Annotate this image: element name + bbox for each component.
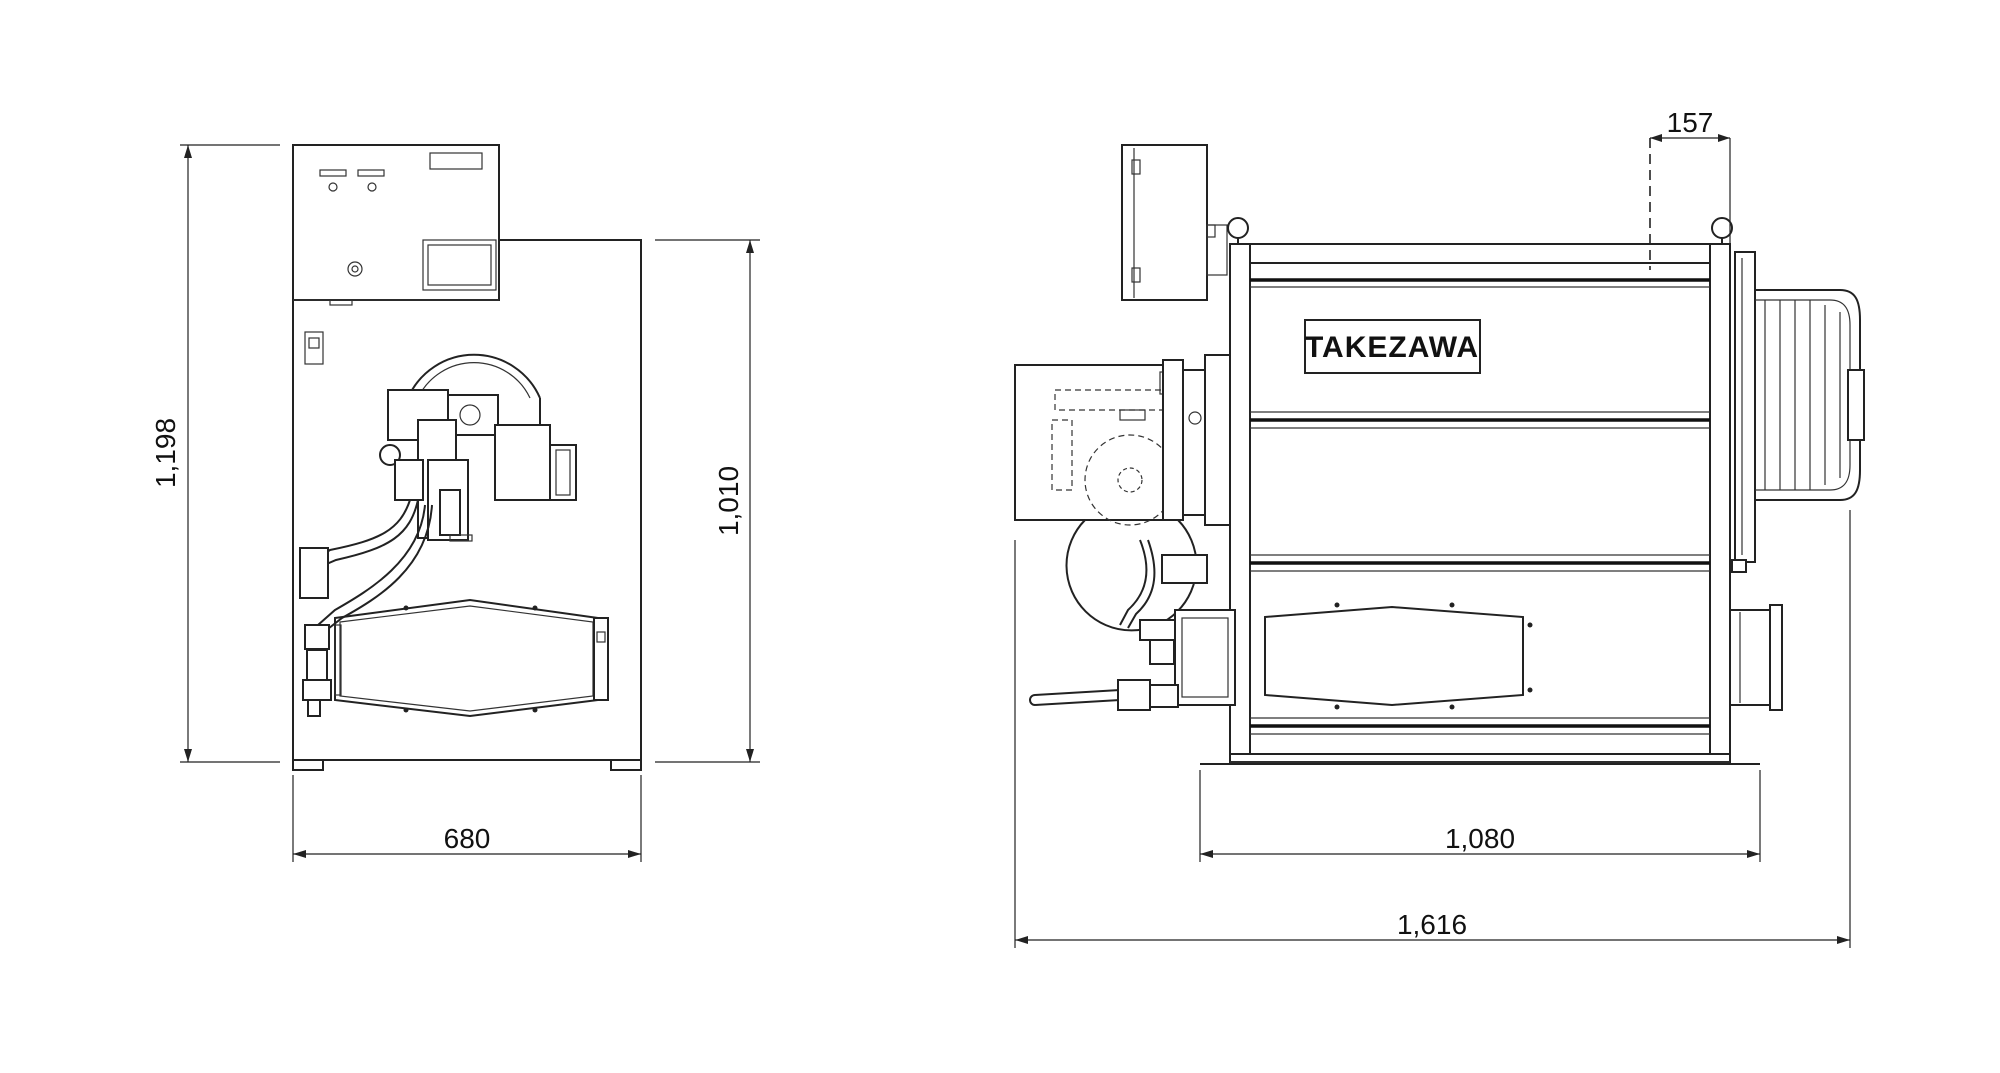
blower-fan-guard [1764, 300, 1841, 490]
lifting-eye-left [1227, 217, 1249, 239]
front-dimensions: 1,198 1,010 680 [150, 144, 760, 862]
dim-side-top-offset: 157 [1667, 107, 1714, 138]
side-view: TAKEZAWA [1014, 144, 1865, 765]
lifting-eye-right [1711, 217, 1733, 239]
dim-front-height: 1,198 [150, 418, 181, 488]
brand-logo: TAKEZAWA [1305, 331, 1479, 364]
dim-front-body-height: 1,010 [713, 466, 744, 536]
side-heat-exchanger [1264, 605, 1524, 707]
side-dimensions: 157 1,080 1,616 [1014, 107, 1851, 948]
front-control-box [292, 144, 500, 301]
brand-plate [1304, 319, 1481, 374]
dim-side-total-width: 1,616 [1397, 909, 1467, 940]
dim-front-width: 680 [444, 823, 491, 854]
side-control-box [1121, 144, 1208, 301]
side-burner-cover [1014, 364, 1164, 521]
burner-motor [494, 424, 551, 501]
dim-side-base-width: 1,080 [1445, 823, 1515, 854]
burner-fan-housing [407, 353, 541, 399]
front-view [292, 144, 642, 771]
